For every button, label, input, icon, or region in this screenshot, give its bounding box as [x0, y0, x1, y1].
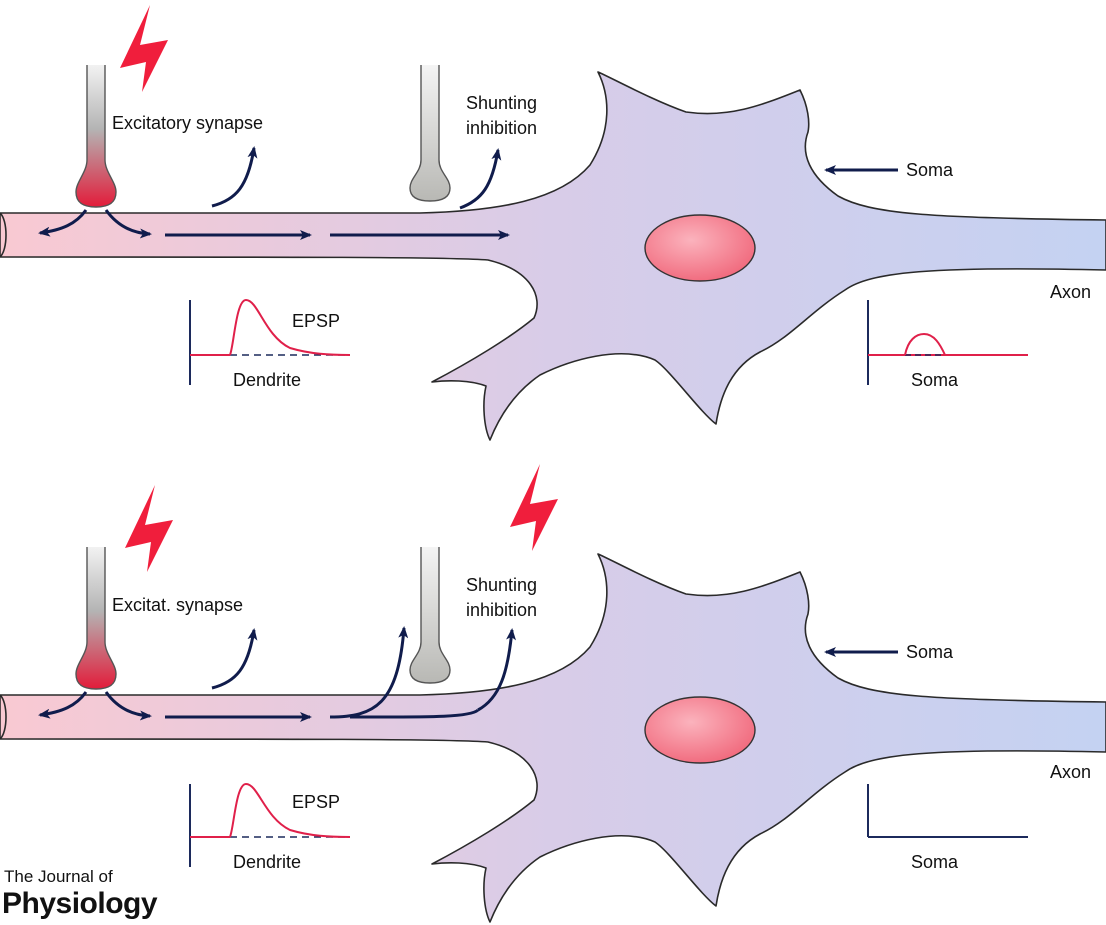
dendrite-epsp-label: EPSP — [292, 792, 340, 812]
inhibitory-synapse-terminal — [409, 546, 451, 684]
axon-label: Axon — [1050, 762, 1091, 782]
panel-top: Excitatory synapse Shunting inhibition S… — [0, 5, 1106, 441]
synapse-label: Excitatory synapse — [112, 113, 263, 133]
nucleus — [644, 214, 756, 282]
current-arrows — [38, 146, 898, 240]
current-arrows — [38, 626, 898, 722]
arrow-backward — [38, 209, 88, 237]
dendrite-epsp-trace — [229, 782, 351, 838]
arrow-shunt-2 — [477, 628, 517, 712]
journal-line1: The Journal of — [4, 867, 113, 886]
dendrite-axis-label: Dendrite — [233, 852, 301, 872]
arrow-forward-1 — [104, 209, 152, 239]
journal-logo: The Journal of Physiology — [2, 867, 158, 920]
inhibition-label-line2: inhibition — [466, 118, 537, 138]
dendrite-recording: EPSP Dendrite — [189, 298, 351, 390]
arrow-backward — [38, 691, 88, 719]
arrow-shunt-1 — [329, 626, 409, 719]
panel-bottom: Excitat. synapse Shunting inhibition Som… — [0, 464, 1106, 923]
soma-axis-label: Soma — [911, 370, 959, 390]
arrow-leak-2 — [459, 148, 502, 210]
soma-label: Soma — [906, 642, 954, 662]
soma-axis-label: Soma — [911, 852, 959, 872]
excitatory-synapse-terminal — [75, 546, 117, 690]
excitatory-synapse-terminal — [75, 64, 117, 208]
arrow-forward-1 — [104, 691, 152, 721]
soma-recording: Soma — [867, 300, 1028, 390]
axon-label: Axon — [1050, 282, 1091, 302]
dendrite-epsp-label: EPSP — [292, 311, 340, 331]
stimulus-bolt-excitatory — [120, 5, 168, 92]
arrow-forward-3 — [349, 708, 480, 719]
inhibition-label-line1: Shunting — [466, 575, 537, 595]
dendrite-epsp-trace — [229, 298, 351, 356]
journal-line2: Physiology — [2, 887, 158, 920]
inhibition-label-line1: Shunting — [466, 93, 537, 113]
inhibition-label-line2: inhibition — [466, 600, 537, 620]
soma-epsp-trace — [904, 332, 946, 356]
dendrite-recording: EPSP Dendrite — [189, 782, 351, 872]
dendrite-axis-label: Dendrite — [233, 370, 301, 390]
inhibitory-synapse-terminal — [409, 64, 451, 202]
arrow-leak-1 — [211, 628, 258, 690]
nucleus — [644, 696, 756, 764]
soma-recording: Soma — [867, 784, 1028, 872]
synapse-label: Excitat. synapse — [112, 595, 243, 615]
soma-label: Soma — [906, 160, 954, 180]
arrow-leak-1 — [211, 146, 258, 208]
stimulus-bolt-inhibitory — [510, 464, 558, 551]
stimulus-bolt-excitatory — [125, 485, 173, 572]
